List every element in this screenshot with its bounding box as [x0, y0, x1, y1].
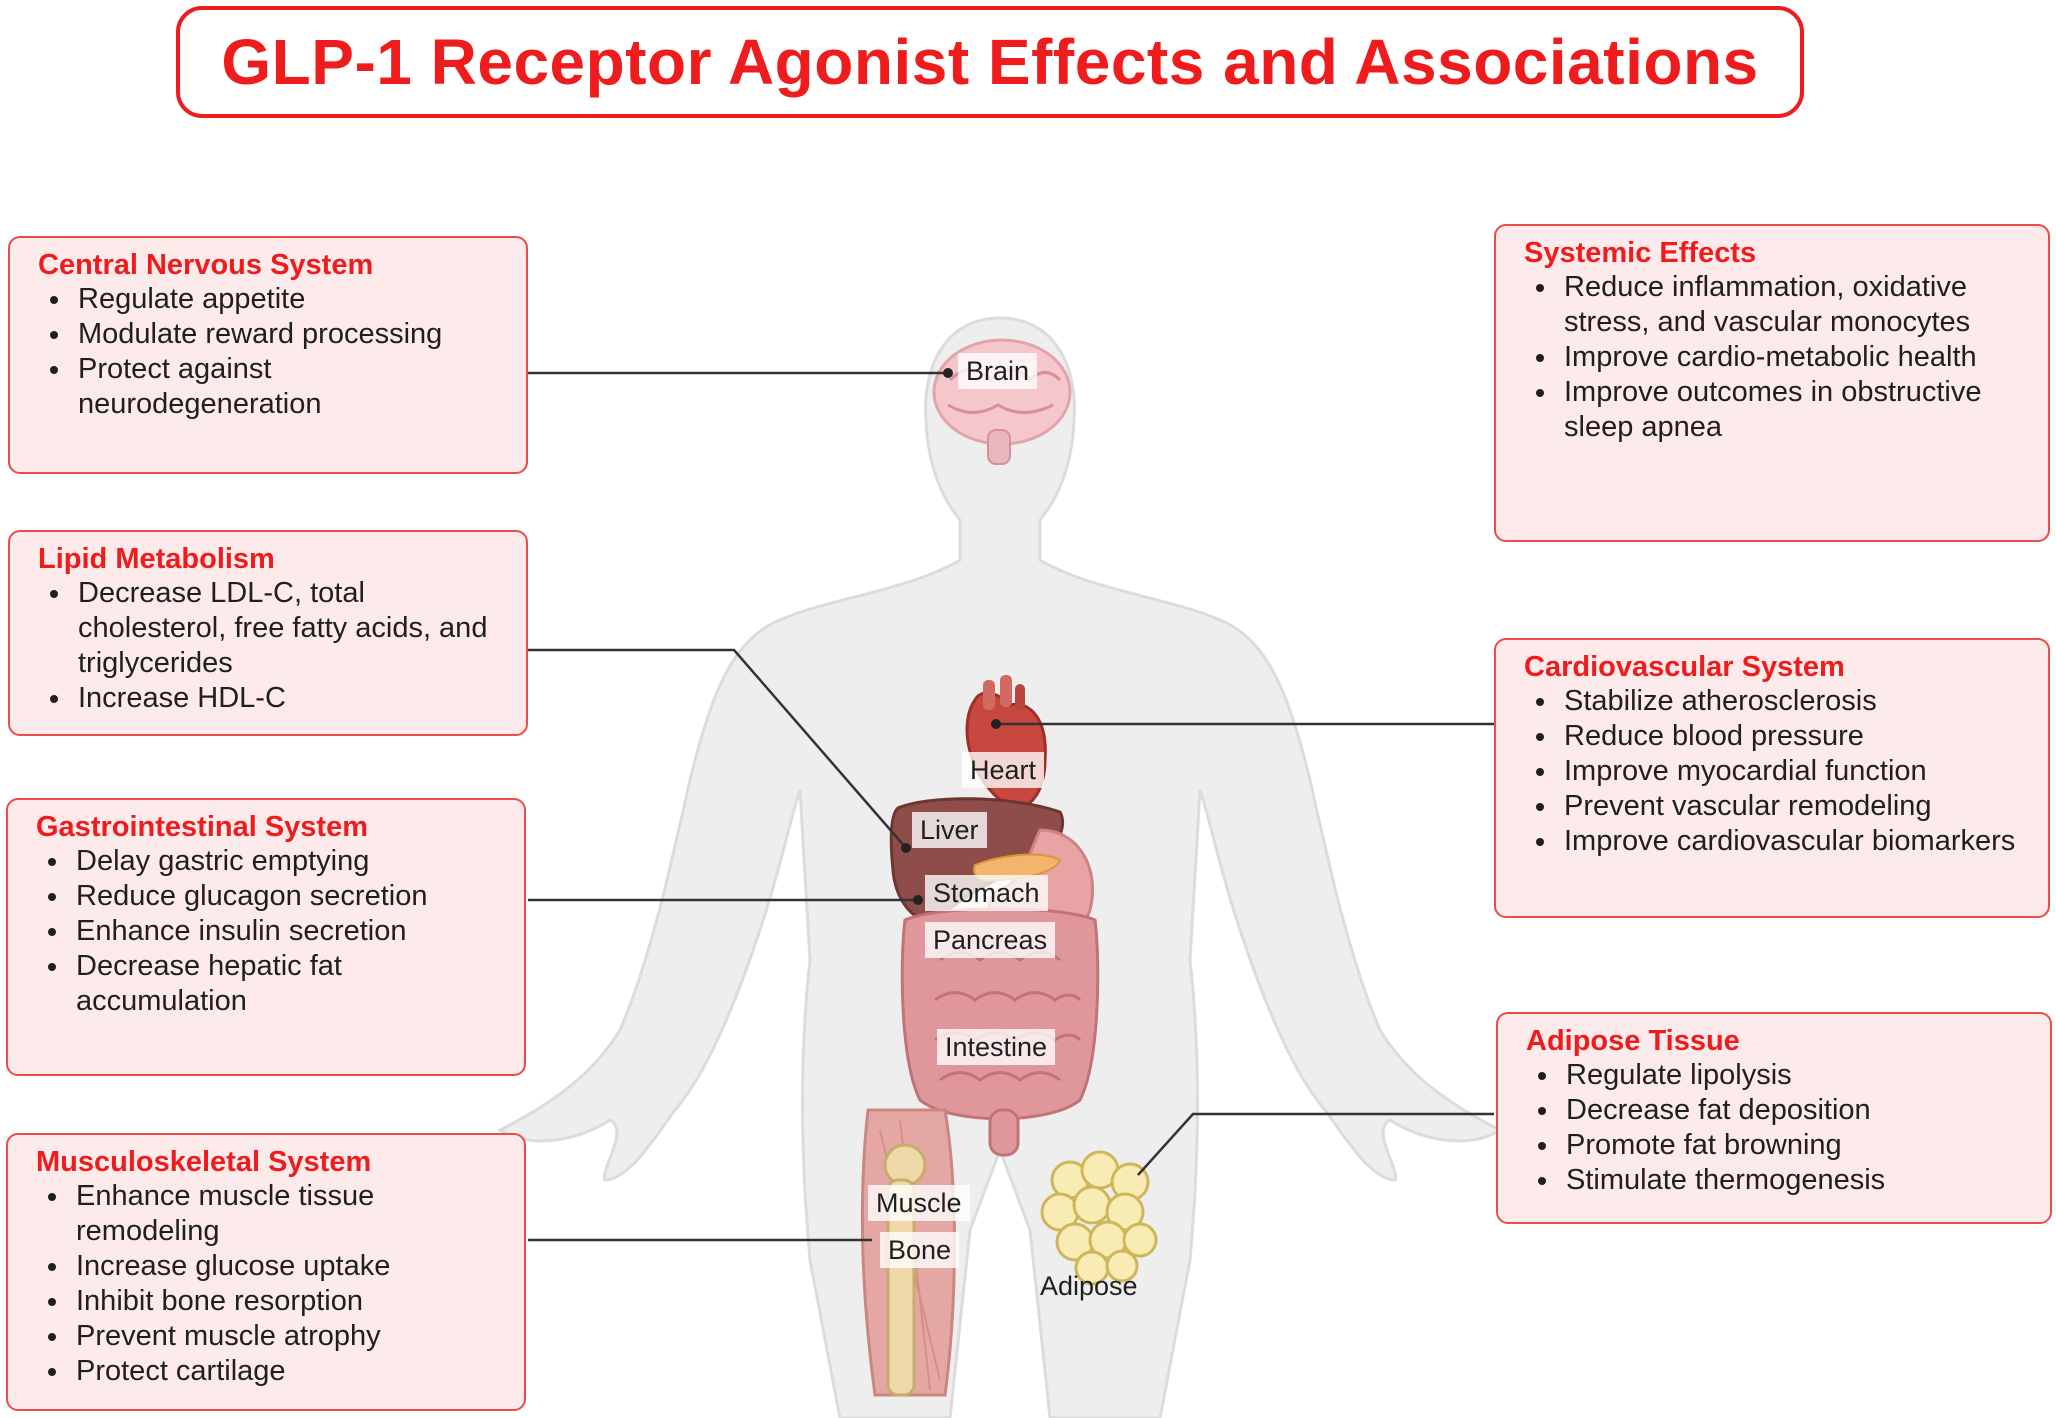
list-item: Delay gastric emptying: [48, 844, 506, 879]
list-item: Reduce inflammation, oxidative stress, a…: [1536, 270, 2030, 340]
panel-title: Gastrointestinal System: [36, 811, 368, 843]
connector-dots: [901, 368, 1001, 905]
list-item: Stimulate thermogenesis: [1538, 1163, 2032, 1198]
connector-adipose: [1137, 1112, 1494, 1176]
panel-title: Central Nervous System: [38, 249, 374, 281]
organ-label-stomach: Stomach: [925, 875, 1048, 911]
title-box: GLP-1 Receptor Agonist Effects and Assoc…: [176, 6, 1804, 118]
bullet-list: Stabilize atherosclerosis Reduce blood p…: [1524, 684, 2030, 859]
list-item: Improve cardiovascular biomarkers: [1536, 824, 2030, 859]
list-item: Prevent muscle atrophy: [48, 1319, 506, 1354]
list-item: Modulate reward processing: [50, 317, 508, 352]
bullet-list: Regulate appetite Modulate reward proces…: [38, 282, 508, 422]
organ-label-liver: Liver: [912, 812, 987, 848]
list-item: Regulate lipolysis: [1538, 1058, 2032, 1093]
panel-adipose-tissue: Adipose Tissue Regulate lipolysis Decrea…: [1496, 1012, 2052, 1224]
organ-label-pancreas: Pancreas: [925, 922, 1056, 958]
list-item: Promote fat browning: [1538, 1128, 2032, 1163]
bullet-list: Reduce inflammation, oxidative stress, a…: [1524, 270, 2030, 445]
organ-label-intestine: Intestine: [937, 1029, 1056, 1065]
panel-central-nervous-system: Central Nervous System Regulate appetite…: [8, 236, 528, 474]
intestine-graphic: [900, 907, 1100, 1157]
list-item: Improve myocardial function: [1536, 754, 2030, 789]
organ-label-muscle: Muscle: [868, 1185, 970, 1221]
panel-title: Systemic Effects: [1524, 237, 1757, 269]
bullet-list: Enhance muscle tissue remodeling Increas…: [36, 1179, 506, 1389]
panel-title: Musculoskeletal System: [36, 1146, 372, 1178]
list-item: Decrease fat deposition: [1538, 1093, 2032, 1128]
list-item: Protect cartilage: [48, 1354, 506, 1389]
list-item: Improve outcomes in obstructive sleep ap…: [1536, 375, 2030, 445]
list-item: Increase glucose uptake: [48, 1249, 506, 1284]
list-item: Protect against neurodegeneration: [50, 352, 508, 422]
adipose-graphic: [1040, 1150, 1158, 1286]
list-item: Stabilize atherosclerosis: [1536, 684, 2030, 719]
list-item: Increase HDL-C: [50, 681, 508, 716]
connector-lines: [528, 371, 1494, 1242]
bullet-list: Decrease LDL-C, total cholesterol, free …: [38, 576, 508, 716]
organ-label-brain: Brain: [958, 353, 1038, 389]
panel-cardiovascular-system: Cardiovascular System Stabilize atherosc…: [1494, 638, 2050, 918]
panel-title: Cardiovascular System: [1524, 651, 1845, 683]
list-item: Enhance insulin secretion: [48, 914, 506, 949]
panel-systemic-effects: Systemic Effects Reduce inflammation, ox…: [1494, 224, 2050, 542]
panel-title: Adipose Tissue: [1526, 1025, 1740, 1057]
list-item: Regulate appetite: [50, 282, 508, 317]
page-title: GLP-1 Receptor Agonist Effects and Assoc…: [221, 26, 1759, 98]
organ-label-adipose: Adipose: [1040, 1271, 1138, 1301]
bullet-list: Delay gastric emptying Reduce glucagon s…: [36, 844, 506, 1019]
list-item: Reduce blood pressure: [1536, 719, 2030, 754]
bullet-list: Regulate lipolysis Decrease fat depositi…: [1526, 1058, 2032, 1198]
list-item: Reduce glucagon secretion: [48, 879, 506, 914]
list-item: Enhance muscle tissue remodeling: [48, 1179, 506, 1249]
panel-title: Lipid Metabolism: [38, 543, 275, 575]
list-item: Improve cardio-metabolic health: [1536, 340, 2030, 375]
list-item: Inhibit bone resorption: [48, 1284, 506, 1319]
panel-lipid-metabolism: Lipid Metabolism Decrease LDL-C, total c…: [8, 530, 528, 736]
panel-musculoskeletal-system: Musculoskeletal System Enhance muscle ti…: [6, 1133, 526, 1411]
organ-label-heart: Heart: [962, 752, 1045, 788]
list-item: Prevent vascular remodeling: [1536, 789, 2030, 824]
list-item: Decrease LDL-C, total cholesterol, free …: [50, 576, 508, 681]
organ-label-bone: Bone: [880, 1232, 960, 1268]
connector-lipid-liver: [528, 648, 907, 849]
panel-gastrointestinal-system: Gastrointestinal System Delay gastric em…: [6, 798, 526, 1076]
list-item: Decrease hepatic fat accumulation: [48, 949, 506, 1019]
